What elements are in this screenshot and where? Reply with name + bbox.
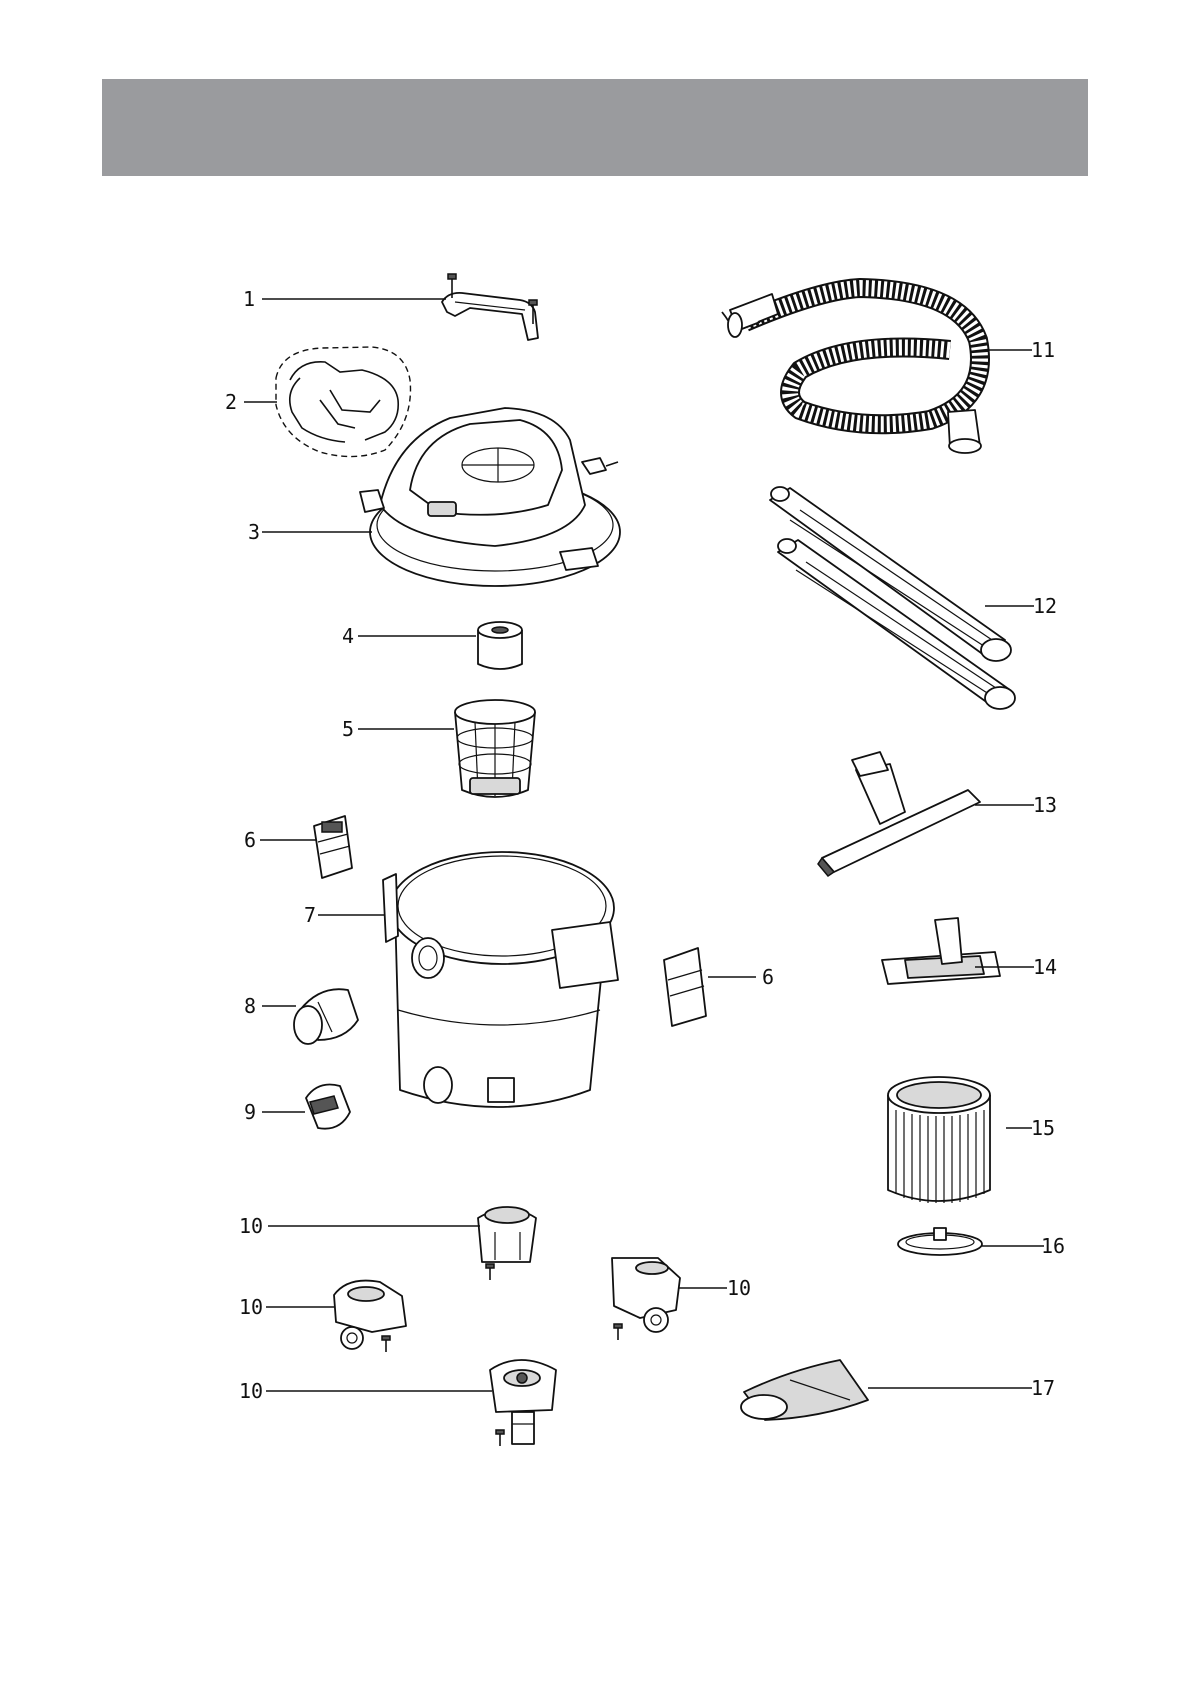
part-latch-right	[664, 948, 706, 1026]
part-filter-cage	[455, 700, 535, 797]
callout-10-top: 10	[239, 1214, 263, 1238]
part-caster-base-3	[612, 1258, 680, 1340]
part-powerhead-lid	[360, 408, 620, 586]
callout-10-left: 10	[239, 1295, 263, 1319]
callout-5: 5	[342, 717, 354, 741]
part-hose	[722, 288, 981, 453]
part-collection-drum	[383, 852, 618, 1107]
callout-15: 15	[1031, 1116, 1055, 1140]
part-caster-base-2	[334, 1281, 406, 1352]
part-cartridge-filter	[888, 1077, 990, 1203]
part-drain-cap	[306, 1085, 350, 1129]
callout-17: 17	[1031, 1376, 1055, 1400]
part-caster-base-4	[490, 1360, 556, 1446]
part-foam-sleeve	[478, 622, 522, 669]
callout-9: 9	[244, 1100, 256, 1124]
callout-7: 7	[304, 903, 316, 927]
callout-13: 13	[1033, 793, 1057, 817]
callout-4: 4	[342, 624, 354, 648]
callout-14: 14	[1033, 955, 1057, 979]
callout-10-right: 10	[727, 1276, 751, 1300]
callout-12: 12	[1033, 594, 1057, 618]
callout-10-bottom: 10	[239, 1379, 263, 1403]
part-handle	[442, 274, 538, 340]
part-cord-wrap	[276, 347, 410, 457]
callout-11: 11	[1031, 338, 1055, 362]
callout-3: 3	[248, 520, 260, 544]
callout-6-right: 6	[762, 965, 774, 989]
callout-1: 1	[243, 287, 255, 311]
part-caster-base-1	[478, 1207, 536, 1280]
callout-2: 2	[225, 390, 237, 414]
callout-16: 16	[1041, 1234, 1065, 1258]
leader-lines	[244, 299, 1044, 1391]
part-filter-lid	[898, 1228, 982, 1255]
part-extension-wands	[770, 487, 1015, 709]
callout-6-left: 6	[244, 828, 256, 852]
part-utility-nozzle	[882, 918, 1000, 984]
callout-8: 8	[244, 994, 256, 1018]
part-filter-bag	[741, 1360, 868, 1420]
part-hose-adapter	[294, 989, 358, 1044]
part-latch-left	[314, 816, 352, 878]
part-floor-nozzle	[818, 752, 980, 876]
